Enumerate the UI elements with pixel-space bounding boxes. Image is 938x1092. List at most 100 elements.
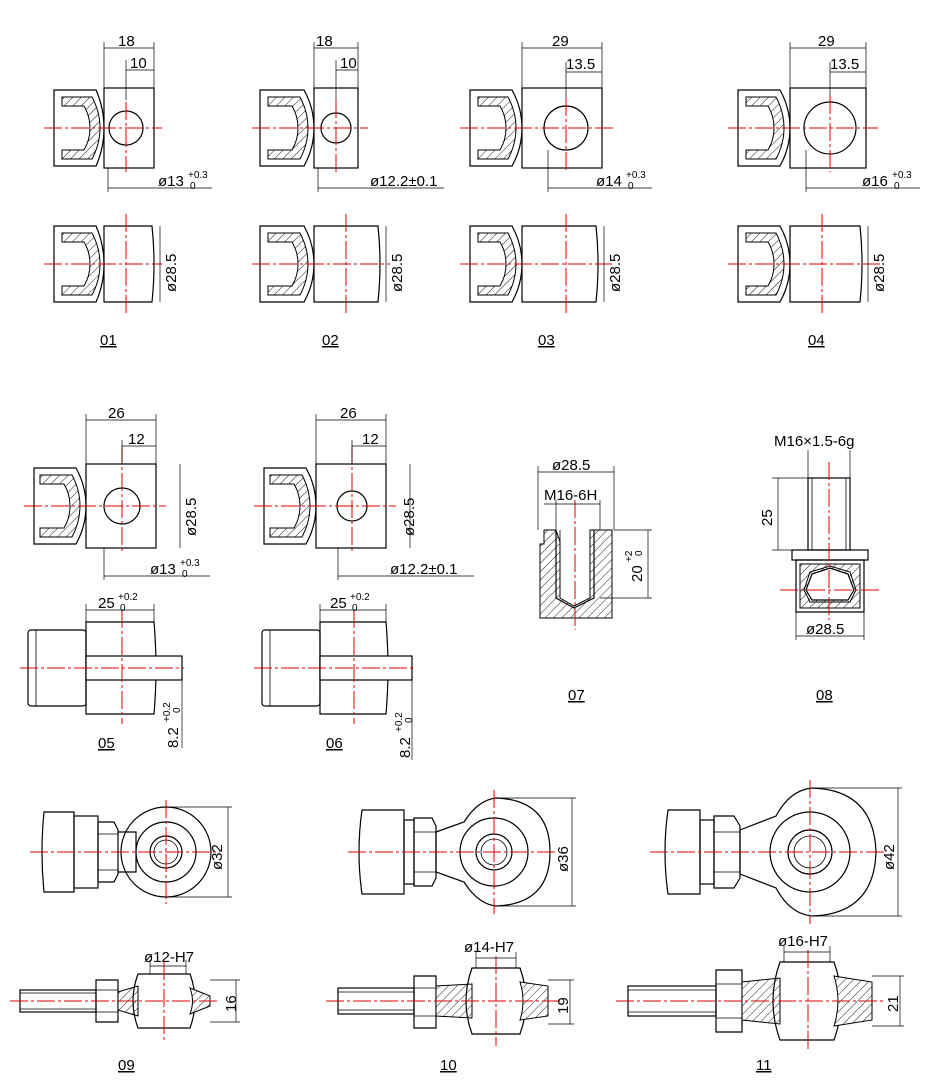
dim-bore: ø16-H7: [778, 933, 828, 950]
dim-hole-tolerance: +0.3: [626, 170, 646, 181]
dim-hole-tolerance: +0.3: [180, 558, 200, 569]
dim-hole-tolerance-low: 0: [182, 569, 188, 580]
part-05-top-view: [24, 414, 210, 580]
part-09-side-view: [10, 960, 240, 1040]
dim-hole-tolerance-low: 0: [894, 181, 900, 192]
dim-width: 16: [223, 995, 240, 1012]
part-11-side-view: [616, 946, 904, 1052]
dim-length: 25: [759, 509, 776, 526]
dim-bore: ø14-H7: [464, 939, 514, 956]
part-label: 11: [756, 1057, 772, 1074]
dim-diameter: ø42: [881, 844, 898, 870]
part-06-top-view: [254, 414, 474, 580]
dim-slot-tolerance: +0.2: [118, 592, 138, 603]
dim-width: 19: [555, 997, 572, 1014]
dim-diameter: ø32: [209, 844, 226, 870]
dim-width: 21: [885, 995, 902, 1012]
dim-length: 29: [818, 33, 835, 50]
dim-bore: ø12-H7: [144, 949, 194, 966]
dim-hole: ø12.2±0.1: [390, 561, 457, 578]
dim-offset: 12: [128, 431, 145, 448]
part-11-front-view: [650, 780, 902, 924]
part-02-side-view: [252, 214, 390, 314]
part-04-top-view: [728, 42, 920, 192]
dim-hole-tolerance: +0.3: [892, 170, 912, 181]
part-09-front-view: [30, 800, 232, 904]
dim-slot-width: 8.2: [397, 737, 414, 758]
dim-width-tolerance: +0.2: [162, 702, 173, 722]
dim-diameter: ø28.5: [401, 498, 418, 536]
part-label: 04: [808, 332, 825, 349]
dim-length: 29: [552, 33, 569, 50]
dim-width-tolerance-low: 0: [172, 707, 183, 713]
part-02-top-view: [252, 42, 444, 192]
part-07: [537, 466, 652, 630]
dim-diameter: ø28.5: [163, 254, 180, 292]
dim-length: 26: [340, 405, 357, 422]
dim-hole: ø14: [596, 173, 622, 190]
dim-slot-length: 25: [98, 595, 115, 612]
part-label: 03: [538, 332, 555, 349]
dim-offset: 13.5: [830, 56, 859, 73]
part-label: 02: [322, 332, 339, 349]
dim-diameter: ø28.5: [389, 254, 406, 292]
part-02: 18 10 ø12.2±0.1 ø28.5 02: [252, 33, 444, 349]
part-04-side-view: [728, 214, 880, 314]
part-label: 07: [568, 687, 585, 704]
dim-hole-tolerance-low: 0: [628, 181, 634, 192]
dim-offset: 13.5: [566, 56, 595, 73]
dim-hole: ø13: [150, 561, 176, 578]
dim-thread: M16-6H: [544, 487, 597, 504]
dim-width-tolerance: +0.2: [394, 712, 405, 732]
dim-slot-tolerance-low: 0: [352, 603, 358, 614]
dim-offset: 10: [340, 55, 357, 72]
dim-offset: 12: [362, 431, 379, 448]
part-05-slot-view: [20, 604, 184, 748]
dim-diameter: ø28.5: [806, 621, 844, 638]
dim-width-tolerance-low: 0: [404, 717, 415, 723]
dim-slot-length: 25: [330, 595, 347, 612]
part-03-side-view: [460, 214, 612, 314]
part-11: ø42 ø16-H7 21 11: [616, 780, 904, 1074]
dim-diameter: ø28.5: [552, 457, 590, 474]
part-09: ø32 ø12-H7 16 09: [10, 800, 240, 1074]
dim-length: 18: [118, 33, 135, 50]
part-10-side-view: [326, 952, 574, 1046]
dim-slot-tolerance: +0.2: [350, 592, 370, 603]
part-03: 29 13.5 ø14 +0.3 0 ø28.5 03: [460, 33, 652, 349]
part-01-side-view: [44, 214, 162, 314]
part-label: 09: [118, 1057, 135, 1074]
part-04: 29 13.5 ø16 +0.3 0 ø28.5 04: [728, 33, 920, 349]
dim-diameter: ø36: [555, 846, 572, 872]
part-label: 01: [100, 332, 117, 349]
part-10-front-view: [348, 790, 576, 914]
dim-diameter: ø28.5: [607, 254, 624, 292]
dim-depth: 20: [629, 565, 646, 582]
dim-thread: M16×1.5-6g: [774, 433, 854, 450]
part-08: [772, 450, 880, 640]
part-label: 08: [816, 687, 833, 704]
dim-slot-width: 8.2: [165, 727, 182, 748]
part-06: 26 12 ø28.5 ø12.2±0.1 25 +0.2 0 8.2 +0.2…: [254, 405, 474, 760]
part-01-top-view: [44, 42, 212, 192]
part-05: 26 12 ø28.5 ø13 +0.3 0 25 +0.2 0 8.2 +0.…: [20, 405, 210, 752]
part-01: 18 10 ø13 +0.3 0 ø28.5 01: [44, 33, 212, 349]
dim-diameter: ø28.5: [871, 254, 888, 292]
dim-diameter: ø28.5: [183, 498, 200, 536]
part-label: 06: [326, 735, 343, 752]
dim-hole: ø13: [158, 173, 184, 190]
dim-hole-tolerance-low: 0: [190, 181, 196, 192]
part-label: 10: [440, 1057, 457, 1074]
part-03-top-view: [460, 42, 652, 192]
dim-length: 26: [108, 405, 125, 422]
dim-hole-tolerance: +0.3: [188, 170, 208, 181]
dim-slot-tolerance-low: 0: [120, 603, 126, 614]
dim-hole: ø16: [862, 173, 888, 190]
dim-depth-tolerance: +2: [624, 550, 635, 562]
part-10: ø36 ø14-H7 19 10: [326, 790, 576, 1074]
dim-hole: ø12.2±0.1: [370, 173, 437, 190]
dim-offset: 10: [130, 55, 147, 72]
dim-length: 18: [316, 33, 333, 50]
dim-depth-tolerance-low: 0: [634, 550, 645, 556]
